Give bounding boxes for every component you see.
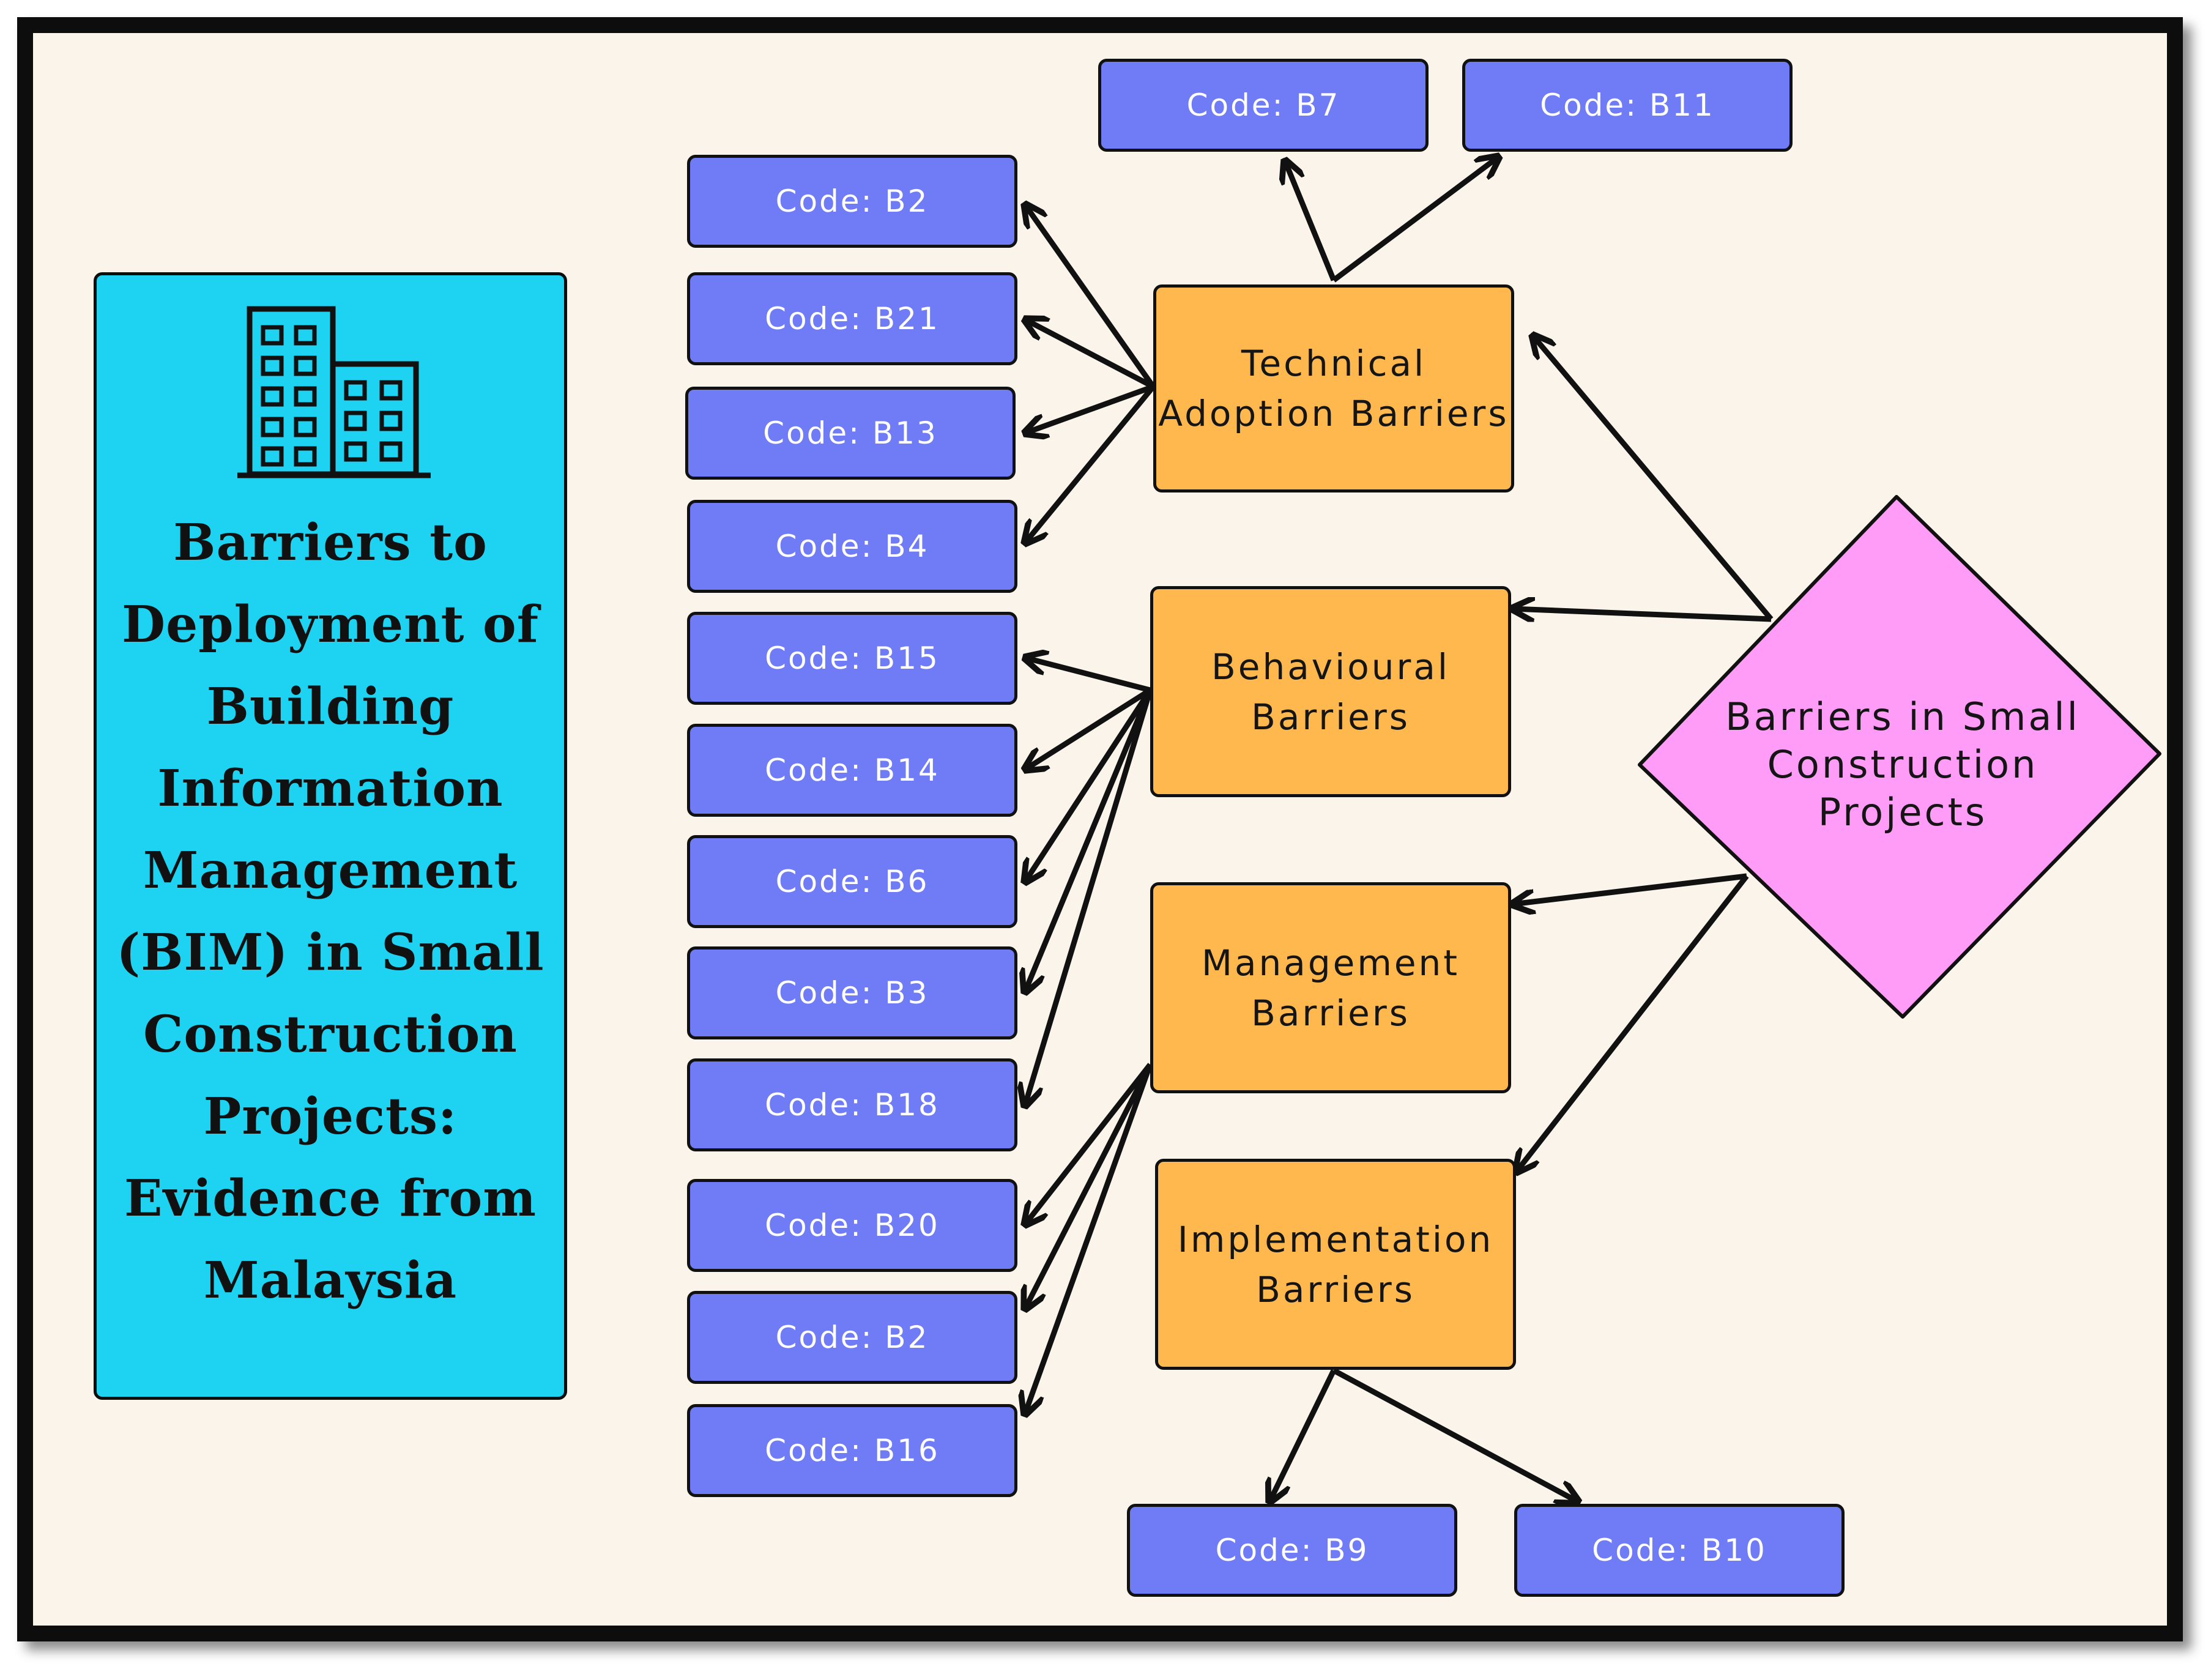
title-panel: Barriers to Deployment of Building Infor… <box>94 272 567 1400</box>
diagram-title: Barriers to Deployment of Building Infor… <box>116 513 544 1310</box>
code-box-b11: Code: B11 <box>1462 59 1793 152</box>
code-box-b3: Code: B3 <box>687 946 1017 1039</box>
code-box-b6: Code: B6 <box>687 835 1017 928</box>
code-box-b20: Code: B20 <box>687 1179 1017 1272</box>
code-box-b2-second: Code: B2 <box>687 1291 1017 1384</box>
code-box-b13: Code: B13 <box>685 387 1016 480</box>
category-behavioural-barriers: Behavioural Barriers <box>1150 586 1511 797</box>
office-buildings-icon <box>237 306 431 478</box>
code-box-b7: Code: B7 <box>1098 59 1429 152</box>
code-box-b4: Code: B4 <box>687 500 1017 593</box>
code-box-b9: Code: B9 <box>1127 1504 1457 1597</box>
category-management-barriers: Management Barriers <box>1150 882 1511 1093</box>
code-box-b10: Code: B10 <box>1514 1504 1845 1597</box>
code-box-b16: Code: B16 <box>687 1404 1017 1497</box>
code-box-b14: Code: B14 <box>687 724 1017 817</box>
category-implementation-barriers: Implementation Barriers <box>1155 1159 1516 1370</box>
category-technical-adoption-barriers: Technical Adoption Barriers <box>1153 284 1514 492</box>
code-box-b2: Code: B2 <box>687 155 1017 248</box>
code-box-b21: Code: B21 <box>687 272 1017 365</box>
code-box-b15: Code: B15 <box>687 612 1017 705</box>
root-node-label: Barriers in Small Construction Projects <box>1725 694 2080 834</box>
code-box-b18: Code: B18 <box>687 1058 1017 1151</box>
